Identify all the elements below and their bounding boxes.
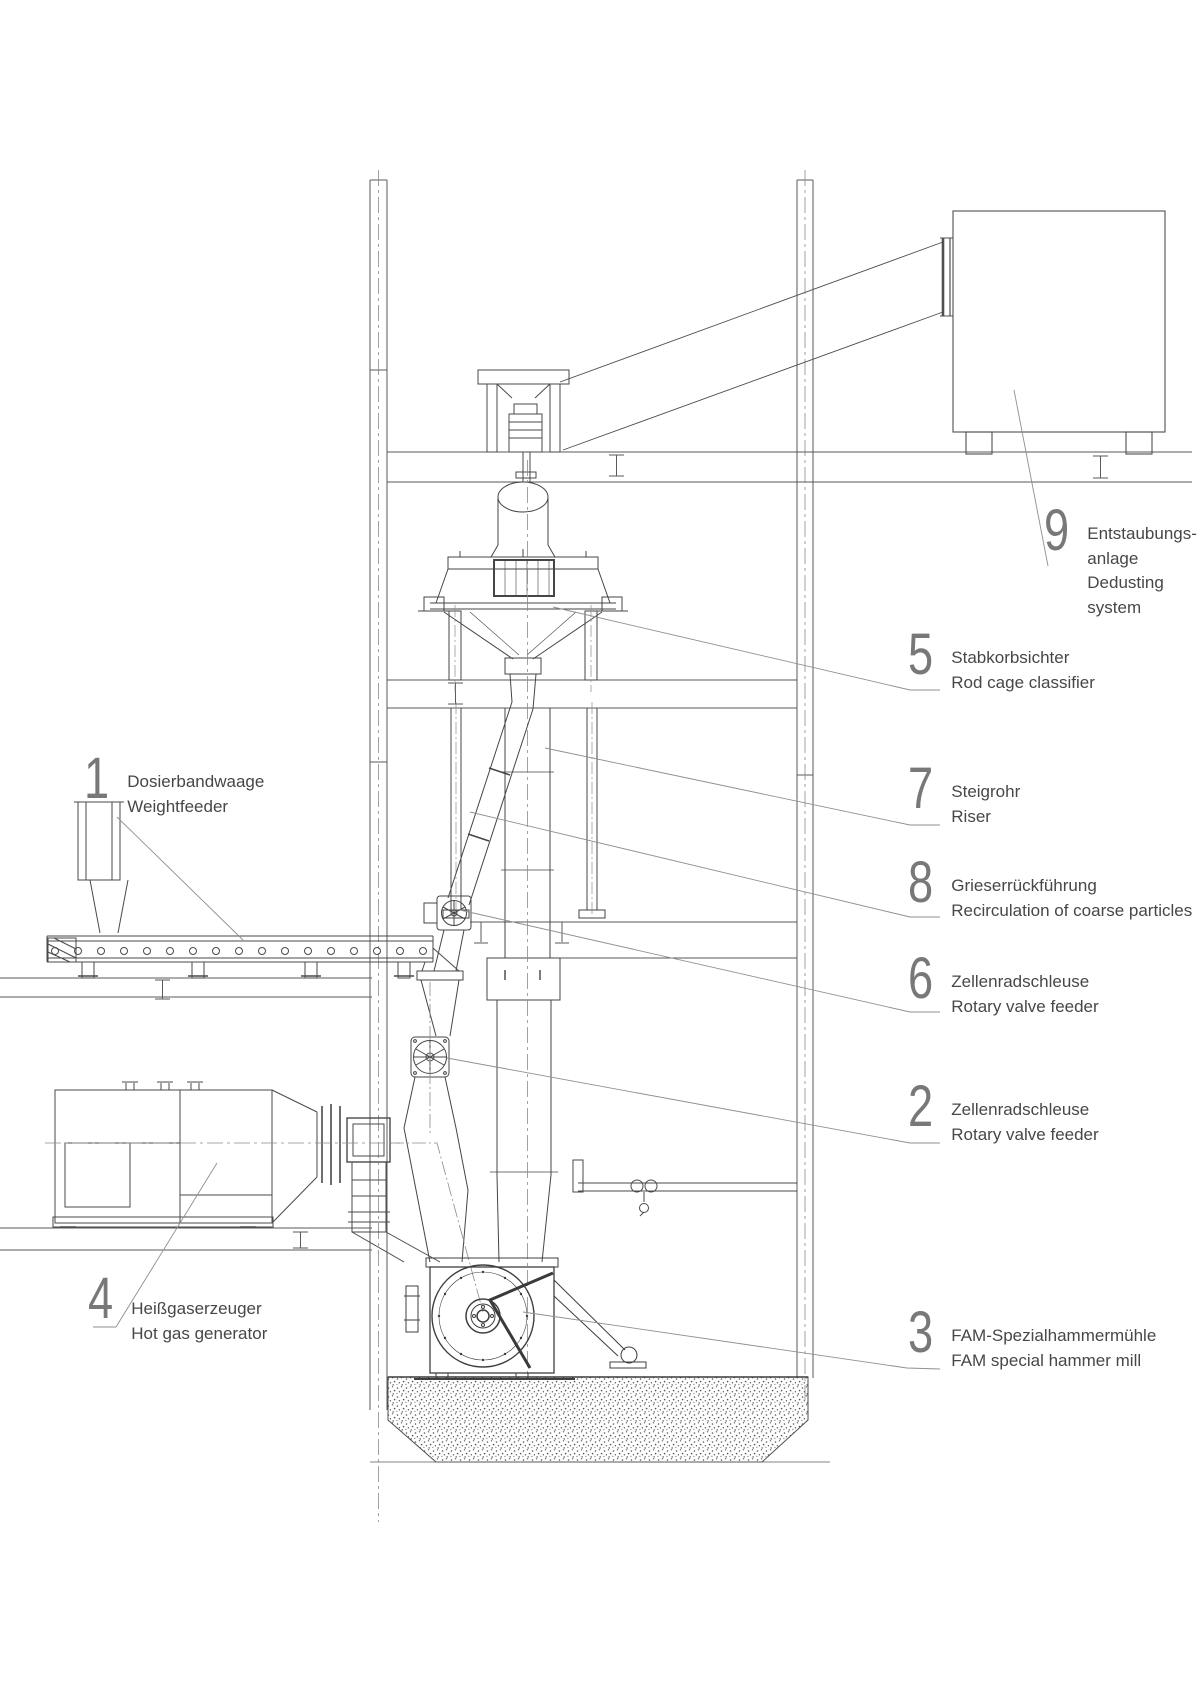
callout-6-leader bbox=[459, 909, 940, 1013]
bolt-dots bbox=[437, 1270, 529, 1362]
recirculation-chute bbox=[447, 673, 537, 906]
callout-2-text: Zellenradschleuse Rotary valve feeder bbox=[951, 1100, 1099, 1144]
classifier bbox=[418, 481, 628, 919]
callout-5-leader bbox=[552, 606, 940, 691]
callout-1-text: Dosierbandwaage Weightfeeder bbox=[127, 772, 265, 816]
callout-8-leader bbox=[469, 811, 940, 918]
classifier-drive-frame bbox=[477, 369, 570, 482]
callout-5: 5 Stabkorbsichter Rod cage classifier bbox=[908, 626, 1095, 695]
weightfeeder bbox=[46, 801, 460, 979]
callout-7-leader bbox=[544, 747, 940, 826]
callout-2-number: 2 bbox=[908, 1074, 933, 1139]
callout-3: 3 FAM-Spezialhammermühle FAM special ham… bbox=[908, 1304, 1156, 1373]
hoist-beam bbox=[572, 1159, 797, 1217]
callout-3-leader bbox=[522, 1311, 941, 1370]
callout-7-text: Steigrohr Riser bbox=[951, 782, 1021, 826]
callout-6-number: 6 bbox=[908, 946, 933, 1011]
leader-lines bbox=[93, 389, 1049, 1370]
dedusting-unit bbox=[559, 210, 1166, 455]
callout-5-text: Stabkorbsichter Rod cage classifier bbox=[951, 648, 1095, 692]
rotary-valve-2 bbox=[403, 982, 469, 1263]
rotary-valve-6 bbox=[416, 895, 472, 1037]
callout-8: 8 Grieserrückführung Recirculation of co… bbox=[908, 854, 1192, 923]
callout-7-number: 7 bbox=[908, 756, 933, 821]
callout-1-number: 1 bbox=[84, 746, 109, 811]
callout-9-number: 9 bbox=[1044, 498, 1069, 563]
callout-4: 4 Heißgaserzeuger Hot gas generator bbox=[88, 1270, 267, 1346]
callout-2-leader bbox=[446, 1057, 940, 1144]
callout-1-leader bbox=[116, 816, 244, 941]
callout-4-leader bbox=[93, 1162, 218, 1328]
callout-5-number: 5 bbox=[908, 622, 933, 687]
callout-3-number: 3 bbox=[908, 1300, 933, 1365]
conveyor-rollers bbox=[51, 947, 427, 955]
hot-gas-generator bbox=[45, 1081, 484, 1313]
hammer-mill bbox=[404, 1257, 647, 1380]
callout-9-leader bbox=[1013, 389, 1049, 567]
foundation bbox=[370, 1376, 830, 1463]
callout-6-text: Zellenradschleuse Rotary valve feeder bbox=[951, 972, 1099, 1016]
callout-8-number: 8 bbox=[908, 850, 933, 915]
callout-7: 7 Steigrohr Riser bbox=[908, 760, 1020, 829]
riser bbox=[486, 460, 561, 1380]
callout-2: 2 Zellenradschleuse Rotary valve feeder bbox=[908, 1078, 1099, 1147]
callout-9: 9 Entstaubungs- anlage Dedusting system bbox=[1044, 502, 1197, 620]
callout-6: 6 Zellenradschleuse Rotary valve feeder bbox=[908, 950, 1099, 1019]
callout-9-text: Entstaubungs- anlage Dedusting system bbox=[1087, 524, 1197, 617]
callout-4-text: Heißgaserzeuger Hot gas generator bbox=[131, 1299, 268, 1343]
callout-3-text: FAM-Spezialhammermühle FAM special hamme… bbox=[951, 1326, 1157, 1370]
callout-4-number: 4 bbox=[88, 1266, 113, 1331]
callout-1: 1 Dosierbandwaage Weightfeeder bbox=[84, 750, 264, 819]
callout-8-text: Grieserrückführung Recirculation of coar… bbox=[951, 876, 1193, 920]
